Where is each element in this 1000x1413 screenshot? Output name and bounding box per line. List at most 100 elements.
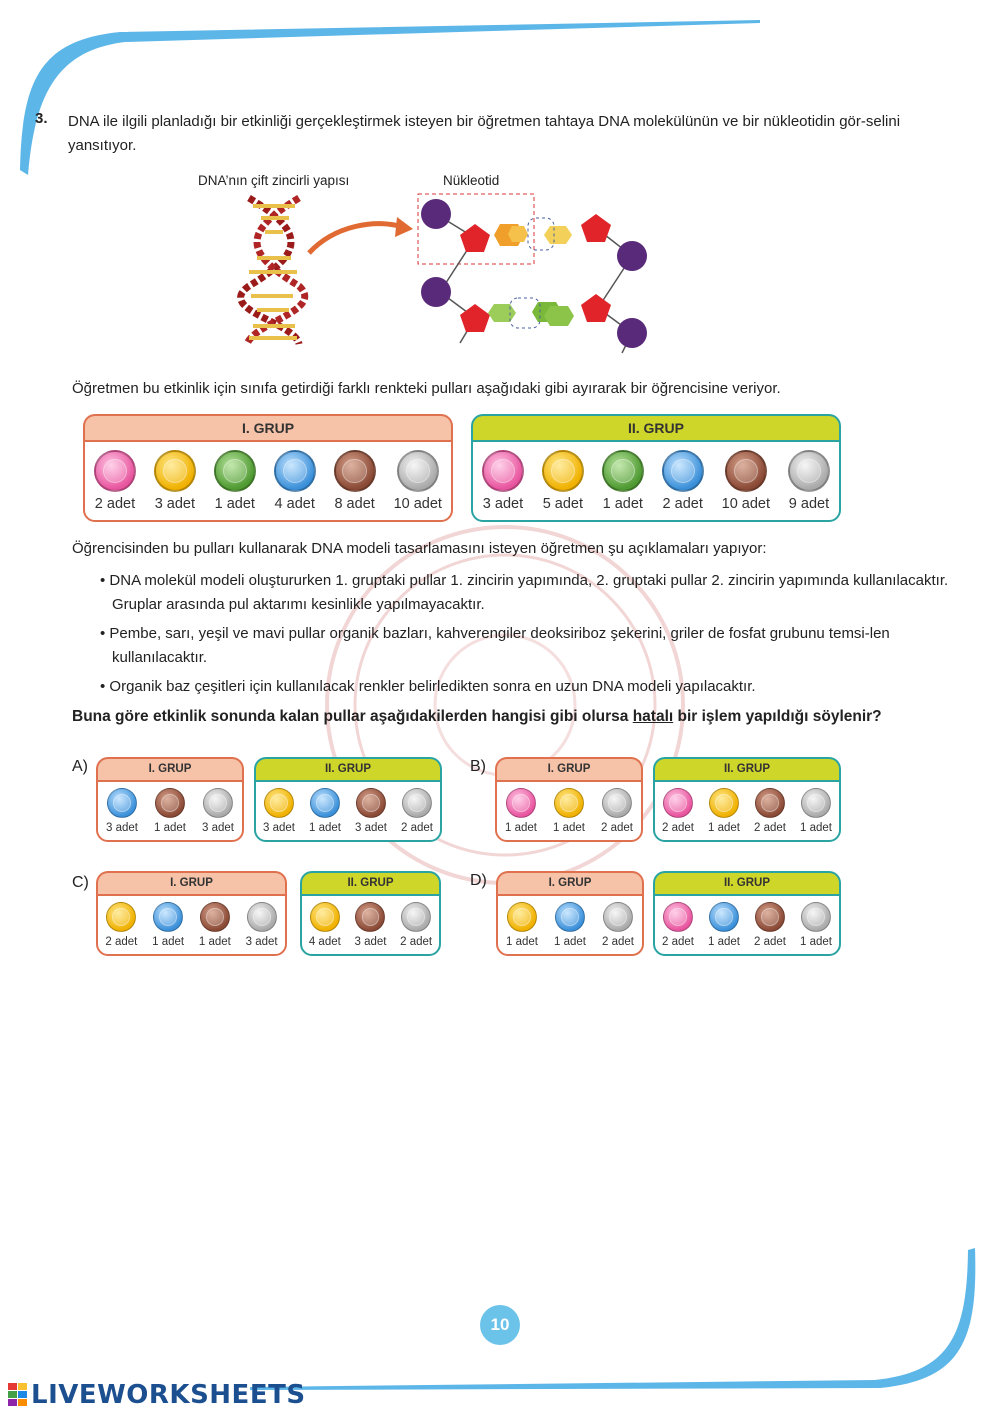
blue-chip: 4 adet — [273, 450, 316, 512]
yellow-coin-icon — [708, 788, 739, 818]
blue-chip: 1 adet — [708, 902, 740, 948]
grey-chip: 9 adet — [787, 450, 830, 512]
pink-coin-icon — [505, 788, 536, 818]
brown-chip: 8 adet — [333, 450, 376, 512]
chip-count: 3 adet — [354, 936, 387, 948]
brown-chip: 3 adet — [354, 902, 386, 948]
chip-count: 1 adet — [554, 936, 586, 948]
chip-count: 1 adet — [800, 822, 832, 834]
grey-chip: 1 adet — [800, 788, 832, 834]
green-coin-icon — [213, 450, 256, 492]
brown-coin-icon — [154, 788, 185, 818]
brown-chip: 10 adet — [722, 450, 770, 512]
chip-count: 3 adet — [154, 496, 196, 512]
chip-count: 1 adet — [152, 936, 185, 948]
grey-chip: 2 adet — [602, 902, 634, 948]
brown-coin-icon — [724, 450, 767, 492]
chip-count: 2 adet — [662, 496, 703, 512]
grey-chip: 1 adet — [800, 902, 832, 948]
yellow-chip: 2 adet — [105, 902, 137, 948]
grey-coin-icon — [202, 788, 233, 818]
chip-count: 3 adet — [202, 822, 234, 834]
pink-coin-icon — [93, 450, 136, 492]
chip-count: 2 adet — [94, 496, 136, 512]
brand-logo-icon — [8, 1383, 27, 1406]
option-c-label[interactable]: C) — [72, 874, 89, 891]
blue-coin-icon — [106, 788, 137, 818]
yellow-chip: 4 adet — [309, 902, 341, 948]
bullet-1: • DNA molekül modeli oluştururken 1. gru… — [100, 572, 949, 613]
brown-chip: 1 adet — [199, 902, 231, 948]
chip-count: 2 adet — [105, 936, 138, 948]
yellow-chip: 1 adet — [708, 788, 740, 834]
brown-coin-icon — [199, 902, 230, 932]
grey-chip: 2 adet — [400, 902, 432, 948]
brown-coin-icon — [754, 902, 785, 932]
group-title: I. GRUP — [83, 414, 453, 440]
chip-count: 1 adet — [198, 936, 231, 948]
option-a-label[interactable]: A) — [72, 758, 88, 775]
chip-count: 1 adet — [708, 936, 740, 948]
final-question-underlined: hatalı — [632, 708, 674, 725]
blue-chip: 3 adet — [106, 788, 138, 834]
brown-chip: 3 adet — [355, 788, 387, 834]
dna-label: DNA’nın çift zincirli yapısı — [198, 173, 350, 188]
intro-text: Öğretmen bu etkinlik için sınıfa getirdi… — [72, 380, 781, 397]
yellow-coin-icon — [506, 902, 537, 932]
option-b-label[interactable]: B) — [470, 758, 486, 775]
grey-chip: 3 adet — [202, 788, 234, 834]
blue-coin-icon — [153, 902, 184, 932]
group-chips: 2 adet 1 adet 1 adet 3 adet — [96, 894, 287, 956]
chip-count: 1 adet — [154, 822, 186, 834]
yellow-chip: 1 adet — [506, 902, 538, 948]
chip-count: 1 adet — [506, 936, 538, 948]
yellow-coin-icon — [309, 902, 340, 932]
blue-chip: 1 adet — [554, 902, 586, 948]
blue-coin-icon — [309, 788, 340, 818]
chip-count: 8 adet — [334, 496, 375, 512]
blue-chip: 1 adet — [309, 788, 341, 834]
chip-count: 1 adet — [708, 822, 740, 834]
chip-count: 1 adet — [505, 822, 537, 834]
grey-coin-icon — [602, 902, 633, 932]
chip-count: 2 adet — [662, 936, 694, 948]
group-chips: 1 adet 1 adet 2 adet — [496, 894, 644, 956]
bullet-list: • DNA molekül modeli oluştururken 1. gru… — [76, 569, 966, 699]
chip-count: 2 adet — [662, 822, 694, 834]
chip-count: 10 adet — [393, 496, 442, 512]
chip-count: 4 adet — [308, 936, 341, 948]
final-question-before: Buna göre etkinlik sonunda kalan pullar … — [72, 708, 633, 725]
bullet-2: • Pembe, sarı, yeşil ve mavi pullar orga… — [100, 625, 890, 666]
blue-coin-icon — [554, 902, 585, 932]
nucleotide-label: Nükleotid — [443, 173, 500, 188]
yellow-coin-icon — [106, 902, 137, 932]
group-title: II. GRUP — [254, 757, 442, 780]
chip-count: 3 adet — [245, 936, 278, 948]
option-d-label[interactable]: D) — [470, 872, 487, 889]
pink-chip: 1 adet — [505, 788, 537, 834]
yellow-coin-icon — [153, 450, 196, 492]
pink-coin-icon — [481, 450, 524, 492]
final-question: Buna göre etkinlik sonunda kalan pullar … — [72, 708, 982, 726]
chip-count: 1 adet — [553, 822, 585, 834]
chip-count: 3 adet — [263, 822, 295, 834]
grey-coin-icon — [401, 788, 432, 818]
chip-count: 2 adet — [602, 936, 634, 948]
chip-count: 3 adet — [355, 822, 387, 834]
brown-chip: 1 adet — [154, 788, 186, 834]
pink-chip: 2 adet — [93, 450, 136, 512]
question-text: DNA ile ilgili planladığı bir etkinliği … — [68, 113, 901, 154]
grey-chip: 2 adet — [601, 788, 633, 834]
chip-count: 3 adet — [106, 822, 138, 834]
